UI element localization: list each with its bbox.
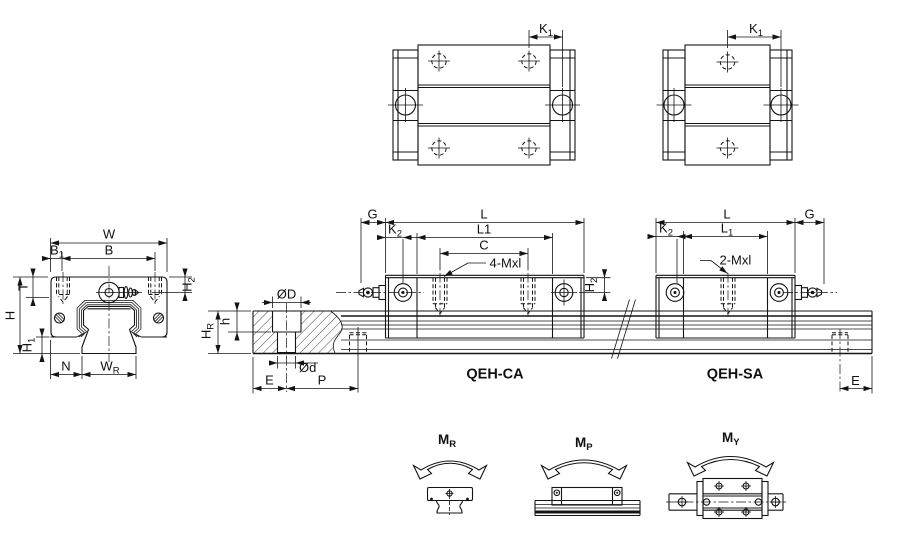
svg-text:T: T [16,283,31,291]
mini-side-view-icon [534,486,641,517]
svg-text:MY: MY [722,430,740,448]
svg-text:H2: H2 [582,278,600,293]
top-view-qeh-ca: K1 [387,21,581,166]
svg-text:Ød: Ød [299,360,316,375]
svg-text:H1: H1 [20,338,38,353]
moment-pitch: MP [534,435,641,517]
side-view-sa-dims: L G K2 L1 2-Mxl E [647,207,873,394]
mini-hole-icon [714,481,751,517]
moment-roll: MR [412,432,488,515]
mounting-hole-icon [716,51,739,73]
svg-text:MR: MR [438,432,456,450]
svg-text:B1: B1 [50,243,64,261]
svg-text:P: P [318,373,327,388]
svg-text:2-Mxl: 2-Mxl [720,253,752,268]
svg-text:H2: H2 [180,277,198,292]
grease-nipple-icon [358,284,387,301]
rail-side-view [252,299,873,394]
roll-arrow-icon [412,460,488,480]
mounting-hole-icon [517,137,541,159]
svg-text:ØD: ØD [277,287,297,302]
svg-text:H: H [3,311,18,320]
svg-text:MP: MP [575,435,593,453]
top-view-qeh-sa: K1 [655,21,800,166]
svg-text:B: B [105,243,114,258]
mini-front-view-icon [426,486,474,515]
svg-text:WR: WR [100,359,119,377]
rail-bolt-hole-hidden-sa [831,329,849,394]
thread-hole-icon [432,272,448,318]
side-view-qeh-ca: G L K2 L1 C 4-Mxl H2 QEH-CA [336,207,611,383]
mini-top-view-icon [666,477,786,520]
grease-nipple-icon [794,284,823,301]
rail-bolt-hole-hidden-ca [349,327,367,393]
mounting-hole-icon [716,137,739,159]
mounting-hole-icon [427,50,451,72]
mounting-hole-icon [517,50,541,72]
side-view-ca-dims: G L K2 L1 C 4-Mxl H2 [360,207,611,301]
pitch-arrow-icon [540,459,628,480]
svg-text:L: L [480,207,487,222]
dim-k1-ca: K1 [528,21,563,87]
svg-text:K2: K2 [659,221,673,239]
endcap-hole-icon [665,283,685,302]
svg-text:L: L [723,207,730,222]
svg-text:K1: K1 [539,21,553,39]
moment-yaw: MY [666,430,786,520]
svg-text:G: G [367,207,377,222]
side-hole-icon [762,87,800,123]
svg-text:h: h [218,318,233,325]
rail-section-dims: HR h ØD Ød E P [199,287,358,394]
grease-nipple-front [98,281,140,304]
svg-text:E: E [851,373,860,388]
side-hole-icon [655,87,693,123]
model-name-ca: QEH-CA [466,367,524,383]
moment-diagrams: MR MP [412,430,786,520]
svg-text:K2: K2 [388,222,402,240]
svg-text:G: G [804,207,814,222]
thread-hole-icon [520,272,536,318]
svg-text:HR: HR [199,323,217,339]
side-view-qeh-sa: L G K2 L1 2-Mxl E QEH-SA [647,207,873,394]
svg-text:4-Mxl: 4-Mxl [490,256,522,271]
svg-text:L1: L1 [477,222,491,237]
svg-text:N: N [61,359,70,374]
svg-text:C: C [479,238,488,253]
yaw-arrow-icon [686,456,775,477]
endcap-hole-cross-icon [551,279,577,306]
thread-hole-icon [720,272,736,318]
svg-text:L1: L1 [721,221,734,239]
svg-text:K1: K1 [749,21,763,39]
rail-bolt-hole-section [271,303,302,392]
front-view-dims: W B1 B T H H1 H2 N WR [3,227,198,379]
svg-text:W: W [103,227,116,242]
model-name-sa: QEH-SA [707,367,764,383]
front-view: W B1 B T H H1 H2 N WR [3,227,198,379]
mounting-hole-icon [427,137,451,159]
rail-break-line [611,299,636,359]
dim-k1-sa: K1 [727,21,782,87]
svg-text:E: E [265,373,274,388]
